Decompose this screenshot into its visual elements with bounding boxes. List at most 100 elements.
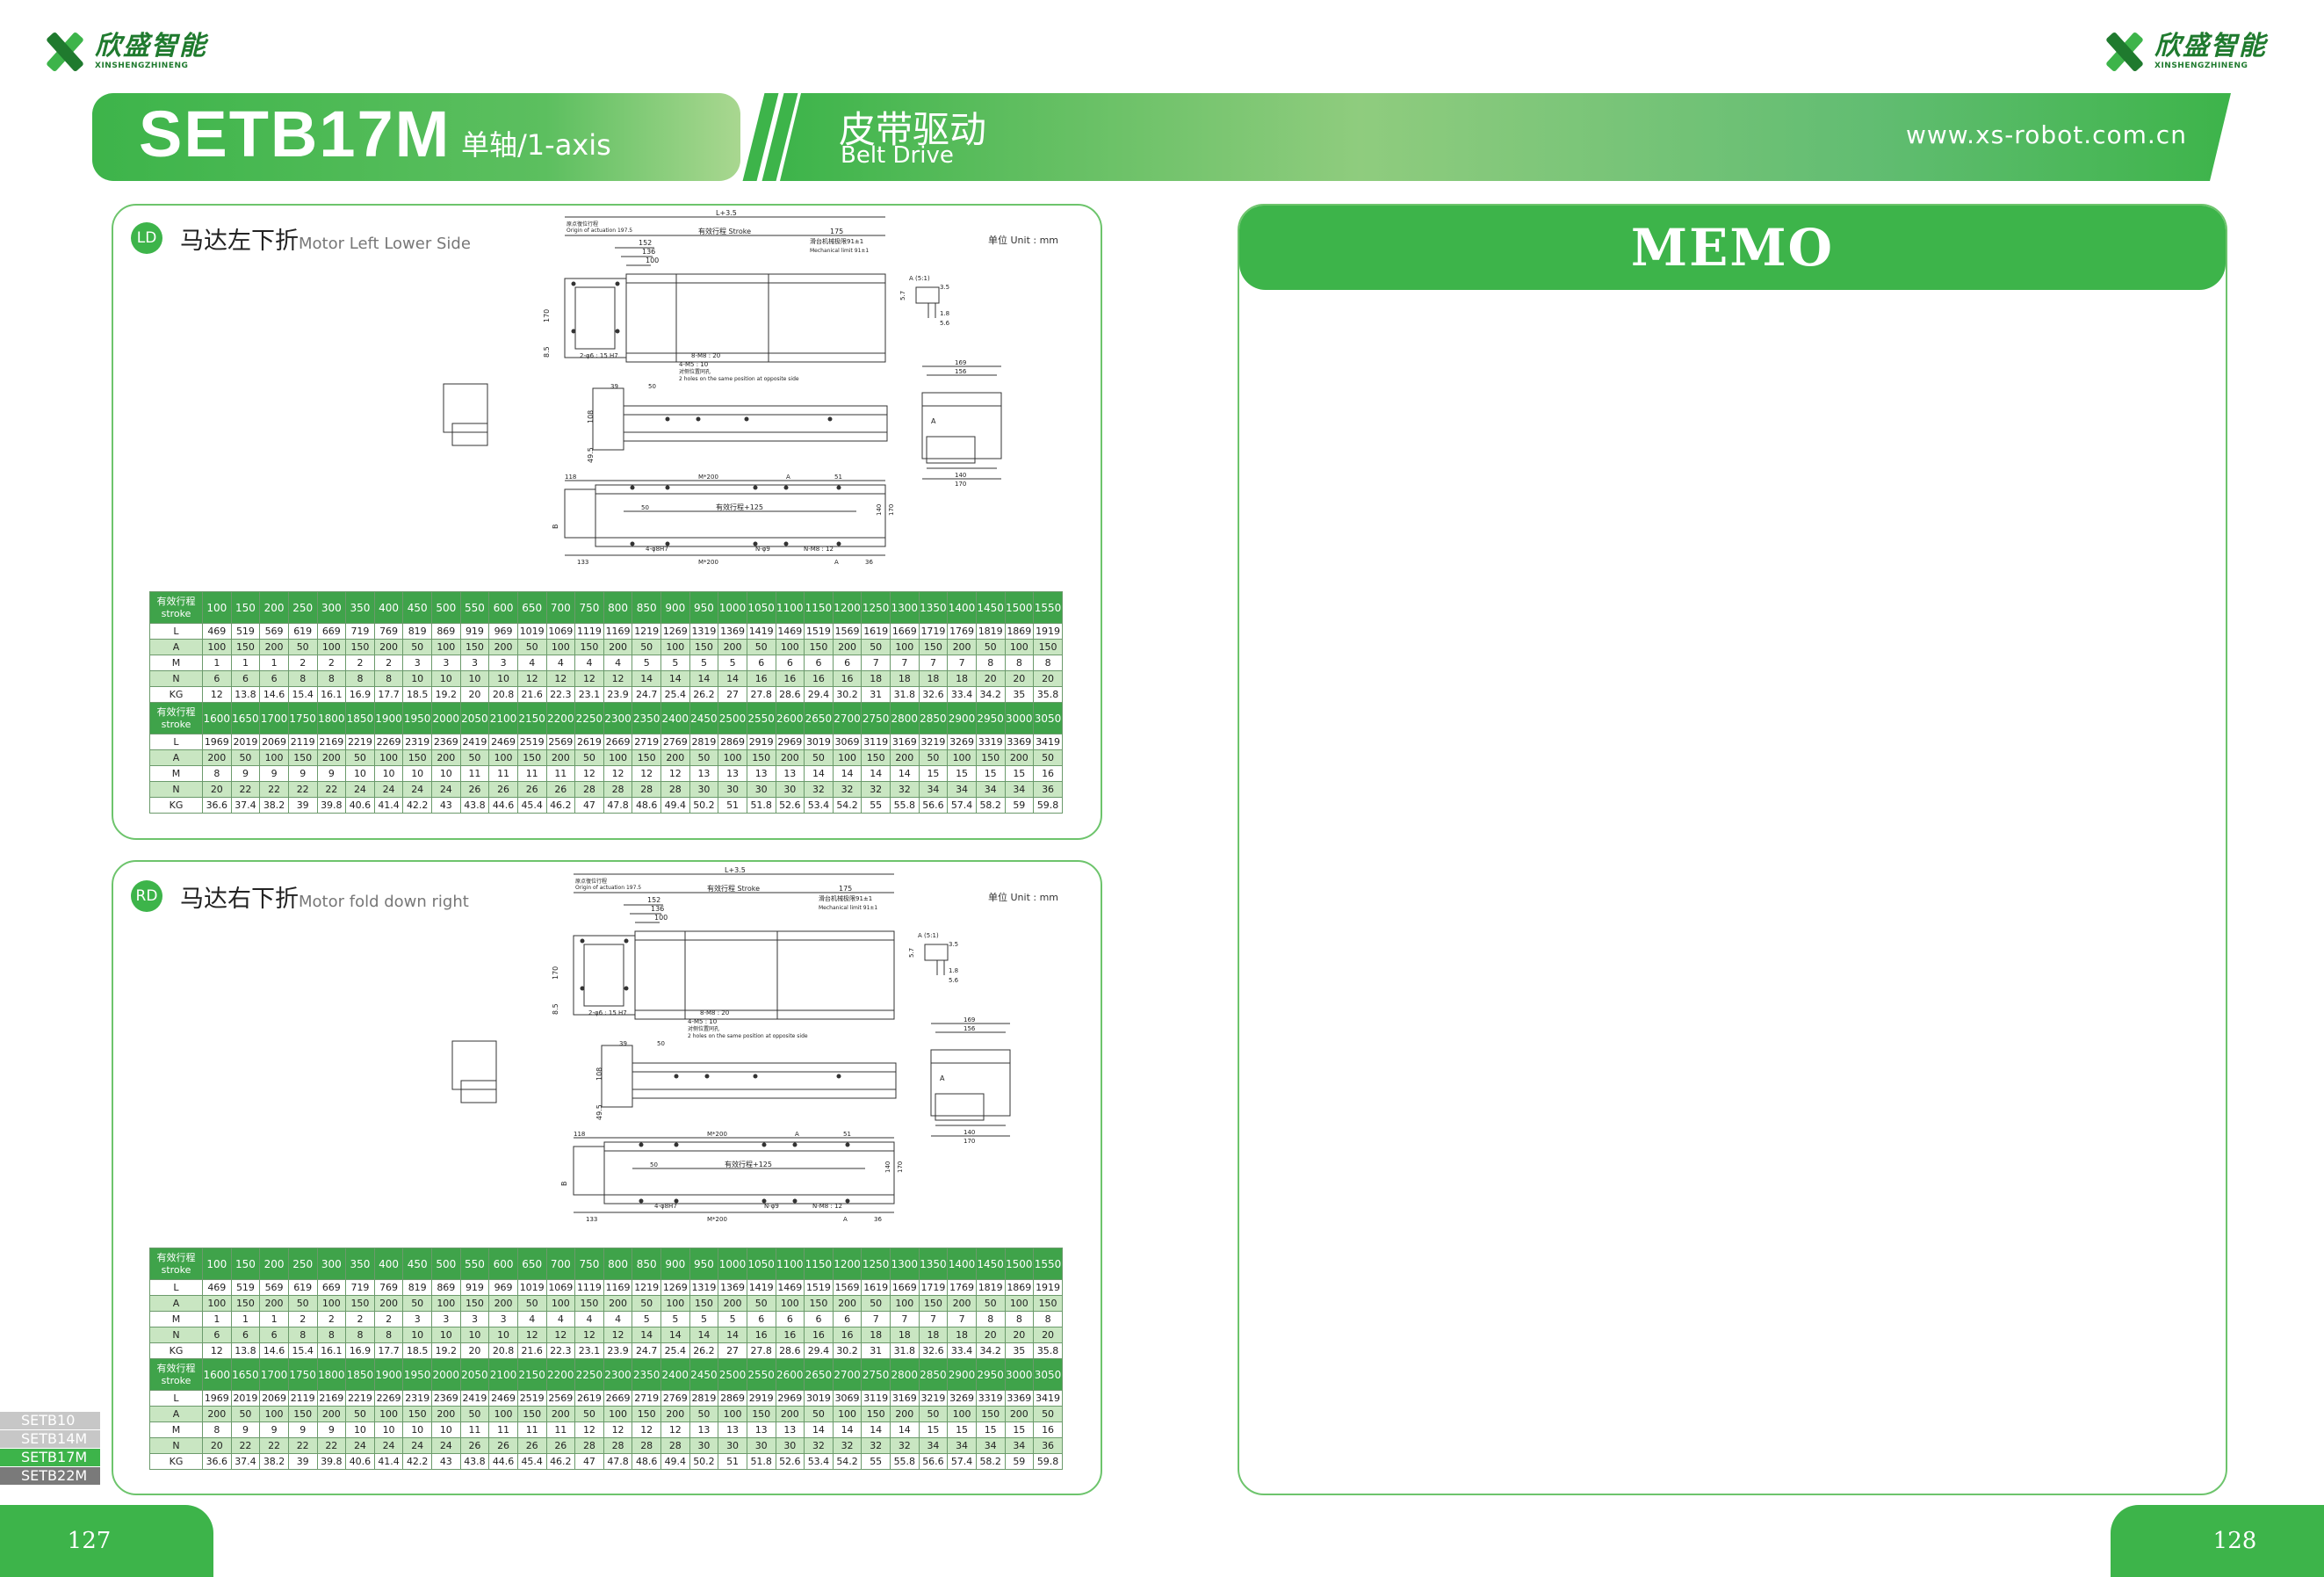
table-cell: 28 — [632, 781, 661, 798]
table-cell: 150 — [746, 749, 776, 766]
table-cell: 26.2 — [689, 686, 719, 703]
table-cell: 50 — [746, 1295, 776, 1312]
motor-bottom — [564, 488, 596, 539]
hole-mark — [630, 541, 635, 546]
hole-mark — [674, 1198, 679, 1204]
table-cell: 969 — [488, 623, 518, 640]
dimension-label: Origin of actuation 197.5 — [575, 885, 641, 891]
table-cell: 2469 — [488, 1390, 518, 1407]
hole-mark — [665, 485, 670, 490]
table-cell: 619 — [287, 623, 318, 640]
side-tab-setb22m[interactable]: SETB22M — [0, 1467, 100, 1485]
dimension-label: 140 — [964, 1129, 975, 1136]
dimension-label: 136 — [651, 905, 664, 913]
table-cell: 7 — [890, 655, 920, 671]
table-cell: 1 — [259, 1311, 289, 1327]
table-cell: 13 — [718, 765, 747, 782]
stroke-cell: 1200 — [832, 1248, 862, 1280]
table-cell: 8 — [1033, 1311, 1063, 1327]
memo-panel: MEMO — [1238, 204, 2227, 1495]
table-cell: 1019 — [516, 1279, 547, 1296]
table-cell: 150 — [689, 1295, 719, 1312]
table-cell: 150 — [975, 1406, 1006, 1422]
stroke-cell: 2050 — [459, 1358, 490, 1391]
table-cell: 200 — [1004, 749, 1035, 766]
stroke-cell: 1600 — [202, 1358, 232, 1391]
table-cell: 50 — [689, 749, 719, 766]
dimension-label: 136 — [642, 248, 655, 256]
table-cell: 200 — [775, 749, 805, 766]
dimension-label: 108 — [595, 1067, 603, 1081]
dimension-label: 156 — [964, 1025, 976, 1032]
table-cell: 8 — [202, 1421, 232, 1438]
table-cell: 1 — [202, 655, 232, 671]
table-cell: 12 — [603, 765, 633, 782]
table-cell: 56.6 — [918, 797, 949, 814]
table-cell: 14 — [832, 765, 862, 782]
table-cell: 669 — [316, 623, 347, 640]
end-cap-right — [921, 392, 1002, 459]
table-cell: 14 — [804, 765, 834, 782]
side-tab-setb10[interactable]: SETB10 — [0, 1412, 100, 1429]
dimension-label: 170 — [543, 309, 551, 322]
table-cell: 14 — [861, 765, 891, 782]
table-cell: 17.7 — [373, 1342, 404, 1359]
end-cap-left-foot — [451, 423, 488, 446]
table-cell: 59 — [1004, 797, 1035, 814]
table-cell: 16 — [1033, 765, 1063, 782]
table-cell: 22 — [287, 781, 318, 798]
table-cell: 30 — [746, 781, 776, 798]
table-cell: 9 — [259, 765, 289, 782]
table-cell: 32 — [804, 781, 834, 798]
table-cell: 200 — [832, 1295, 862, 1312]
table-cell: 2169 — [316, 1390, 347, 1407]
table-cell: 4 — [545, 655, 576, 671]
memo-header: MEMO — [1239, 206, 2226, 290]
stroke-cell: 1050 — [746, 1248, 776, 1280]
dimension-label: 50 — [648, 383, 656, 390]
table-cell: 24 — [431, 1437, 461, 1454]
table-cell: 16.9 — [345, 686, 375, 703]
table-cell: 2919 — [746, 1390, 776, 1407]
unit-label: 单位 Unit : mm — [988, 235, 1059, 246]
side-tab-setb17m[interactable]: SETB17M — [0, 1449, 100, 1466]
table-cell: 10 — [345, 765, 375, 782]
table-cell: 50 — [402, 639, 432, 655]
actuator-bottom — [595, 484, 886, 547]
table-cell: 4 — [516, 655, 547, 671]
side-tab-setb14m[interactable]: SETB14M — [0, 1430, 100, 1448]
stroke-label-en: stroke — [161, 1263, 191, 1276]
stroke-cell: 400 — [373, 591, 404, 624]
table-cell: 34 — [947, 781, 977, 798]
stroke-cell: 150 — [230, 1248, 261, 1280]
table-cell: 53.4 — [804, 797, 834, 814]
table-cell: 2 — [287, 655, 318, 671]
table-cell: 2019 — [230, 1390, 261, 1407]
table-cell: 200 — [1004, 1406, 1035, 1422]
dimension-label: 5.7 — [908, 948, 915, 958]
hole-mark — [836, 1074, 841, 1079]
website-url[interactable]: www.xs-robot.com.cn — [1906, 120, 2187, 149]
table-cell: 50 — [689, 1406, 719, 1422]
table-cell: 24 — [402, 1437, 432, 1454]
stroke-cell: 1150 — [804, 591, 834, 624]
table-cell: 12 — [603, 1327, 633, 1343]
stroke-label-en: stroke — [161, 718, 191, 730]
table-cell: 28.6 — [775, 686, 805, 703]
table-cell: 150 — [1033, 1295, 1063, 1312]
dimension-label: 140 — [884, 1161, 891, 1173]
dimension-label: A — [940, 1074, 945, 1082]
table-cell: 14 — [689, 670, 719, 687]
table-cell: 14 — [832, 1421, 862, 1438]
stroke-cell: 350 — [345, 591, 375, 624]
table-cell: 59 — [1004, 1453, 1035, 1470]
table-cell: 1569 — [832, 623, 862, 640]
table-cell: 100 — [316, 639, 347, 655]
table-cell: 34 — [918, 781, 949, 798]
table-cell: 1069 — [545, 1279, 576, 1296]
row-label: A — [149, 749, 203, 766]
dimension-label: 50 — [650, 1161, 658, 1168]
dimension-label: B — [552, 524, 559, 530]
stroke-cell: 1850 — [345, 1358, 375, 1391]
